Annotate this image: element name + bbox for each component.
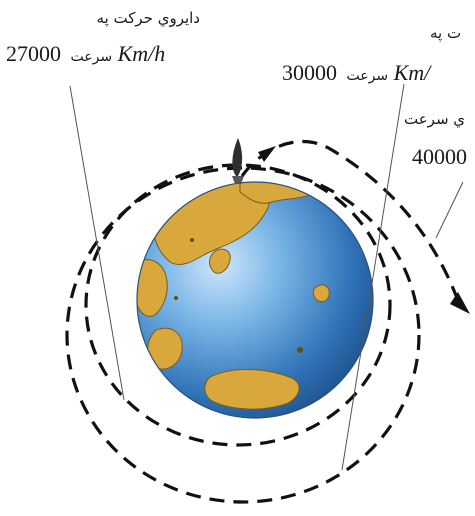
speed-value: 30000 — [282, 60, 337, 85]
speed-unit: Km/ — [393, 60, 431, 85]
circular-orbit-speed-label: سرعت 27000 Km/h — [6, 43, 165, 65]
elliptical-orbit-speed-label: سرعت 30000 Km/ — [282, 62, 430, 84]
circular-orbit-label-line1: دايروي حرکت په — [96, 9, 200, 27]
escape-label-line1: ي سرعت — [404, 110, 466, 128]
elliptical-orbit — [65, 166, 421, 504]
speed-word: سرعت — [346, 68, 389, 84]
leader-line-elliptical — [341, 83, 405, 471]
escape-speed-label: 40000 — [412, 146, 467, 168]
rocket-icon — [232, 138, 244, 184]
trajectory-arrow-icon — [258, 146, 276, 162]
speed-word: سرعت — [70, 49, 113, 65]
leader-line-circular — [69, 85, 125, 401]
speed-value: 40000 — [412, 144, 467, 169]
leader-line-escape — [435, 181, 464, 239]
trajectory-arrow-icon — [450, 292, 470, 314]
speed-value: 27000 — [6, 41, 61, 66]
circular-orbit — [84, 163, 392, 447]
elliptical-orbit-label-line1: ت په — [430, 24, 462, 42]
speed-unit: Km/h — [117, 41, 166, 66]
earth-globe — [136, 181, 374, 419]
